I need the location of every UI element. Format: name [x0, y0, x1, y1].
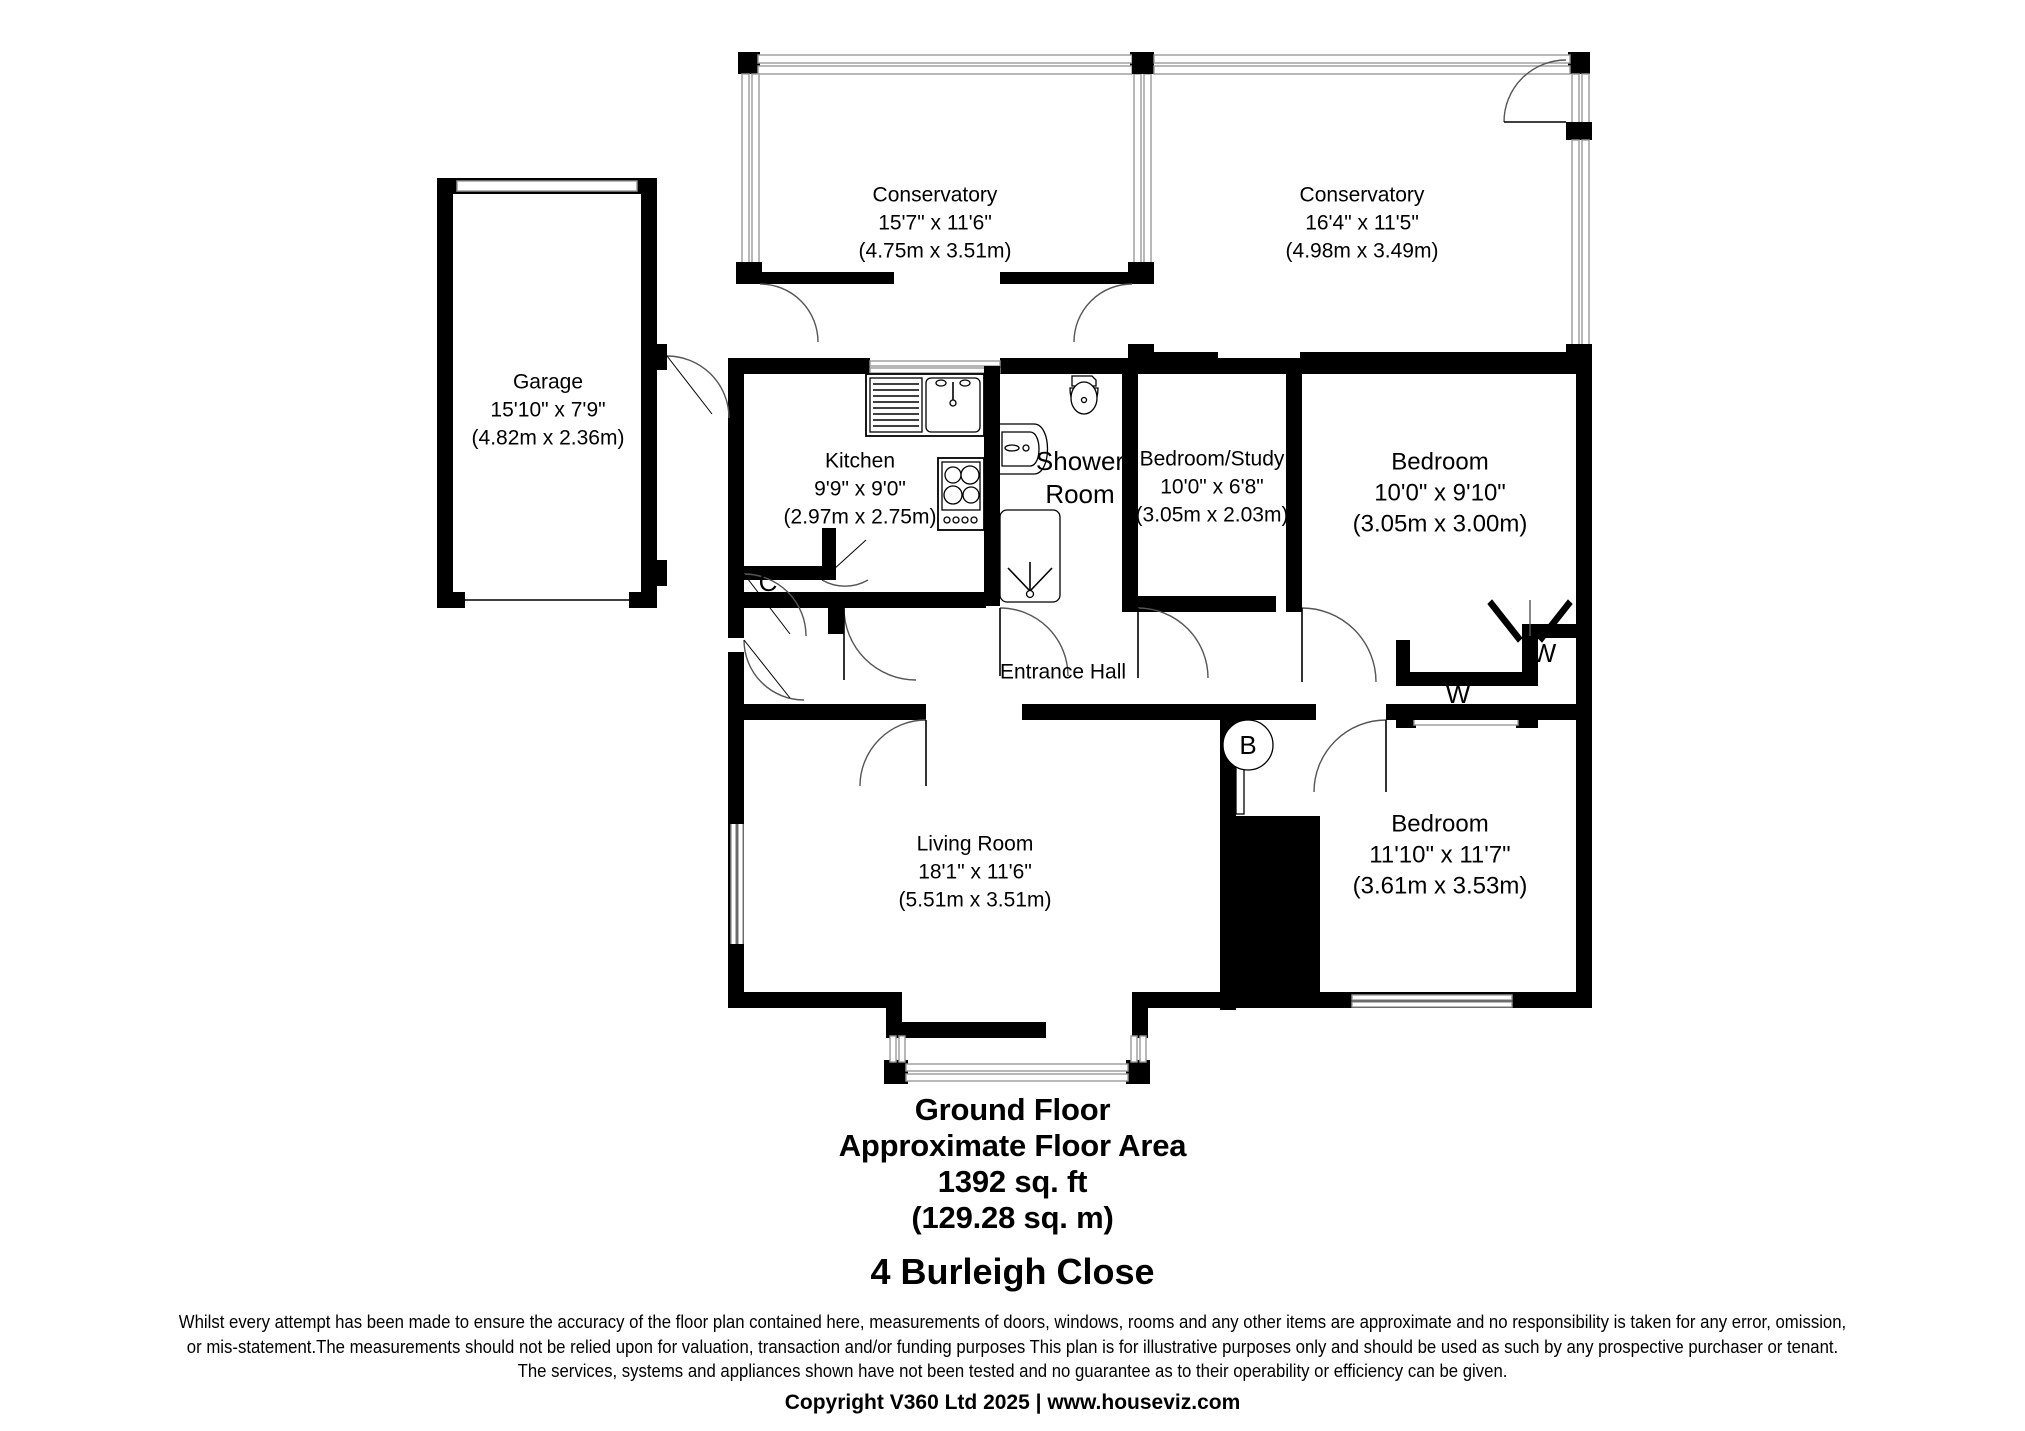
- room-dim-metric: (4.98m x 3.49m): [1286, 240, 1439, 263]
- room-dim-imperial: 16'4" x 11'5": [1305, 212, 1419, 235]
- room-label-conservatory-right: Conservatory 16'4" x 11'5" (4.98m x 3.49…: [1286, 184, 1439, 263]
- kitchen-fixtures: [865, 373, 985, 531]
- room-dim-imperial: 18'1" x 11'6": [918, 861, 1032, 884]
- marker-wardrobe-upper: W: [1532, 638, 1557, 668]
- marker-wardrobe-lower: W: [1446, 679, 1471, 709]
- room-dim-imperial: 9'9" x 9'0": [814, 478, 906, 501]
- room-label-conservatory-left: Conservatory 15'7" x 11'6" (4.75m x 3.51…: [859, 184, 1012, 263]
- room-dim-imperial: 10'0" x 6'8": [1160, 476, 1264, 499]
- room-label-bedroom-study: Bedroom/Study 10'0" x 6'8" (3.05m x 2.03…: [1136, 448, 1289, 527]
- area-caption: Approximate Floor Area: [838, 1128, 1187, 1163]
- disclaimer-line-2: or mis-statement.The measurements should…: [186, 1336, 1839, 1357]
- level-title: Ground Floor: [914, 1092, 1111, 1127]
- room-name: Garage: [513, 371, 583, 394]
- marker-w-upper-label: W: [1532, 638, 1557, 668]
- property-address: 4 Burleigh Close: [870, 1251, 1155, 1292]
- door-swings: [666, 355, 1573, 793]
- room-dim-metric: (3.05m x 3.00m): [1353, 510, 1528, 537]
- room-name-line1: Shower: [1036, 446, 1124, 476]
- room-name-line2: Room: [1045, 479, 1114, 509]
- room-dim-metric: (2.97m x 2.75m): [784, 506, 937, 529]
- room-label-living-room: Living Room 18'1" x 11'6" (5.51m x 3.51m…: [899, 833, 1052, 912]
- disclaimer: Whilst every attempt has been made to en…: [71, 1310, 1954, 1384]
- disclaimer-line-1: Whilst every attempt has been made to en…: [178, 1312, 1847, 1332]
- room-dim-imperial: 11'10" x 11'7": [1369, 841, 1510, 868]
- room-name: Entrance Hall: [1000, 661, 1126, 684]
- area-sqft: 1392 sq. ft: [937, 1164, 1088, 1199]
- room-label-garage: Garage 15'10" x 7'9" (4.82m x 2.36m): [472, 371, 625, 450]
- room-dim-metric: (5.51m x 3.51m): [899, 889, 1052, 912]
- room-name: Conservatory: [1300, 184, 1425, 207]
- room-label-bedroom-bottom-right: Bedroom 11'10" x 11'7" (3.61m x 3.53m): [1353, 810, 1528, 899]
- room-name: Kitchen: [825, 450, 895, 473]
- disclaimer-line-3: The services, systems and appliances sho…: [517, 1361, 1508, 1381]
- marker-boiler: B: [1222, 719, 1274, 771]
- internal-walls: [744, 366, 1578, 1010]
- garage-structure: [437, 178, 667, 608]
- room-dim-metric: (3.61m x 3.53m): [1353, 872, 1528, 899]
- room-label-shower-room: Shower Room: [1036, 446, 1124, 509]
- room-label-kitchen: Kitchen 9'9" x 9'0" (2.97m x 2.75m): [784, 450, 937, 529]
- room-dim-imperial: 15'7" x 11'6": [878, 212, 992, 235]
- marker-w-lower-label: W: [1446, 679, 1471, 709]
- area-sqm: (129.28 sq. m): [911, 1200, 1114, 1235]
- room-dim-imperial: 15'10" x 7'9": [490, 399, 605, 422]
- room-dim-metric: (4.75m x 3.51m): [859, 240, 1012, 263]
- marker-b-label: B: [1239, 730, 1256, 760]
- room-name: Conservatory: [873, 184, 998, 207]
- room-name: Living Room: [917, 833, 1034, 856]
- room-dim-metric: (4.82m x 2.36m): [472, 427, 625, 450]
- room-name: Bedroom: [1391, 810, 1488, 837]
- marker-c-label: C: [759, 567, 778, 597]
- plan-footer: Ground Floor Approximate Floor Area 1392…: [0, 1092, 2025, 1415]
- room-name: Bedroom/Study: [1140, 448, 1285, 471]
- room-dim-imperial: 10'0" x 9'10": [1374, 479, 1506, 506]
- shower-room-fixtures: [999, 375, 1099, 603]
- room-dim-metric: (3.05m x 2.03m): [1136, 504, 1289, 527]
- main-outer-walls: [728, 358, 1592, 1084]
- marker-cupboard: C: [759, 567, 778, 597]
- room-name: Bedroom: [1391, 448, 1488, 475]
- room-label-entrance-hall: Entrance Hall: [1000, 661, 1126, 684]
- copyright-notice: Copyright V360 Ltd 2025 | www.houseviz.c…: [784, 1390, 1241, 1414]
- room-label-bedroom-top-right: Bedroom 10'0" x 9'10" (3.05m x 3.00m): [1353, 448, 1528, 537]
